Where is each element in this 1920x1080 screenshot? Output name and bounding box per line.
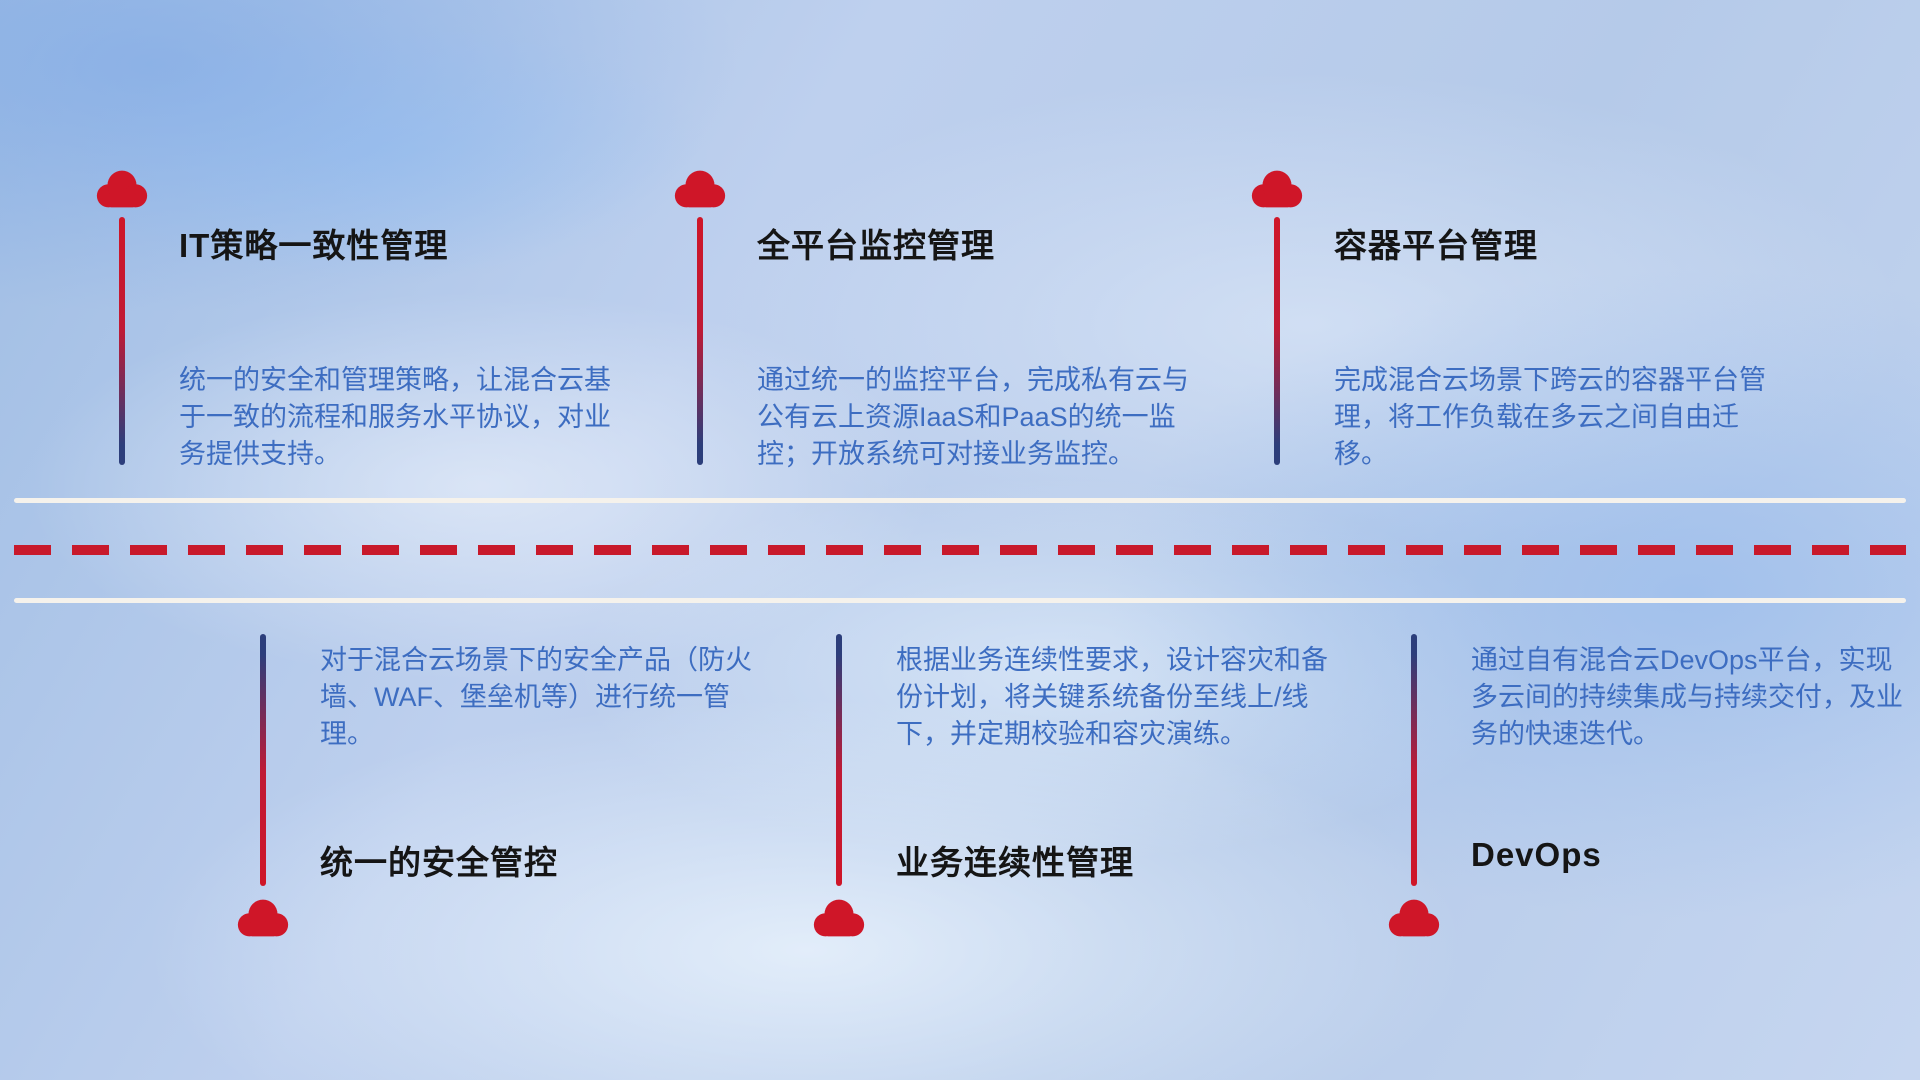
feature-description: 完成混合云场景下跨云的容器平台管理，将工作负载在多云之间自由迁移。 <box>1334 365 1766 469</box>
feature-title: IT策略一致性管理 <box>179 227 449 264</box>
feature-description: 统一的安全和管理策略，让混合云基于一致的流程和服务水平协议，对业务提供支持。 <box>179 365 611 469</box>
feature-description: 对于混合云场景下的安全产品（防火墙、WAF、堡垒机等）进行统一管理。 <box>320 645 752 749</box>
feature-title: 业务连续性管理 <box>896 844 1134 881</box>
cloud-icon <box>671 169 729 211</box>
timeline-connector <box>697 217 703 465</box>
feature-title: 容器平台管理 <box>1334 227 1538 264</box>
road-lower-line <box>14 598 1906 603</box>
road-upper-line <box>14 498 1906 503</box>
timeline-connector <box>836 634 842 886</box>
feature-title: 全平台监控管理 <box>757 227 995 264</box>
cloud-icon <box>93 169 151 211</box>
feature-title: 统一的安全管控 <box>320 844 558 881</box>
feature-description: 根据业务连续性要求，设计容灾和备份计划，将关键系统备份至线上/线下，并定期校验和… <box>896 645 1328 749</box>
timeline-connector <box>1274 217 1280 465</box>
cloud-icon <box>234 898 292 940</box>
cloud-icon <box>1385 898 1443 940</box>
timeline-connector <box>119 217 125 465</box>
timeline-connector <box>1411 634 1417 886</box>
cloud-icon <box>1248 169 1306 211</box>
road-dashed-center-line <box>14 545 1906 555</box>
feature-description: 通过统一的监控平台，完成私有云与公有云上资源IaaS和PaaS的统一监控；开放系… <box>757 365 1189 469</box>
cloud-icon <box>810 898 868 940</box>
feature-description: 通过自有混合云DevOps平台，实现多云间的持续集成与持续交付，及业务的快速迭代… <box>1471 645 1903 749</box>
feature-title: DevOps <box>1471 836 1602 873</box>
timeline-connector <box>260 634 266 886</box>
